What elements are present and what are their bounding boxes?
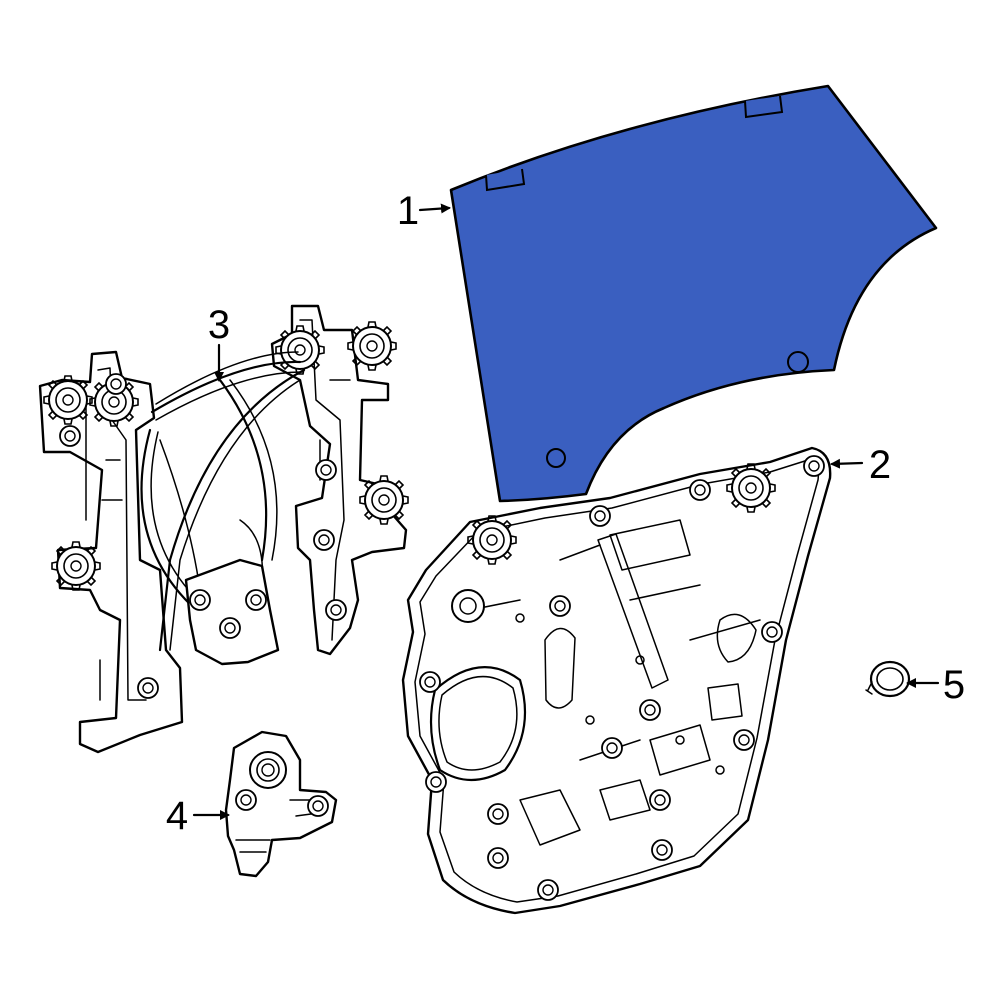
callout-1-number: 1 <box>397 189 419 233</box>
callout-5-number: 5 <box>943 663 965 707</box>
callout-2: 2 <box>830 443 891 487</box>
callout-2-arrow <box>830 458 864 469</box>
glass-part <box>449 84 938 503</box>
window-regulator-part <box>38 304 409 754</box>
regulator-motor-part <box>224 730 338 878</box>
glass-mount-hole <box>546 448 566 468</box>
callout-3-number: 3 <box>208 303 230 347</box>
callout-1-arrow <box>418 203 451 214</box>
callout-2-number: 2 <box>869 443 891 487</box>
callout-1: 1 <box>397 189 451 233</box>
door-panel-part <box>401 446 832 915</box>
glass-clip-tab <box>485 168 526 192</box>
callout-5: 5 <box>906 663 965 707</box>
callout-3: 3 <box>208 303 230 382</box>
glass-clip-tab <box>744 95 784 119</box>
glass-mount-hole <box>787 351 809 373</box>
glass-panel <box>449 84 938 503</box>
callout-4: 4 <box>166 794 230 838</box>
plug-part <box>865 660 911 698</box>
callout-4-number: 4 <box>166 794 188 838</box>
